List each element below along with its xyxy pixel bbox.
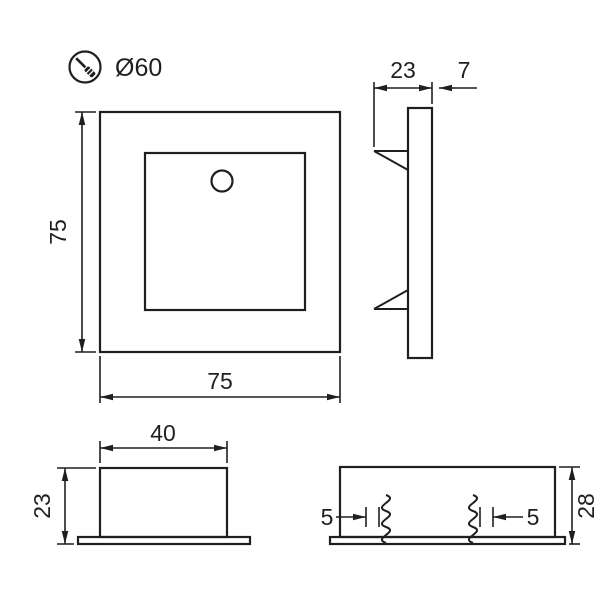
cutout-diameter-label: Ø60 (115, 54, 162, 82)
housing-height-label: 28 (573, 493, 599, 519)
hole-saw-icon (68, 50, 102, 84)
box-width-label: 40 (150, 420, 176, 446)
front-height-dimension: 75 (45, 111, 96, 353)
side-depth-label: 23 (390, 57, 416, 83)
front-outer-frame (98, 110, 342, 354)
front-width-label: 75 (207, 368, 233, 394)
spring-clip-right (468, 494, 478, 544)
housing-flange (328, 535, 567, 546)
front-sensor-circle (210, 169, 234, 193)
clip-left-dimension: 5 (321, 504, 380, 530)
spring-clip-left (381, 494, 391, 544)
housing-view: 5 5 28 (321, 465, 599, 546)
plate-thickness-label: 7 (458, 57, 471, 83)
cutout-spec: Ø60 (68, 50, 162, 84)
box-width-dimension: 40 (99, 420, 228, 463)
side-view: 23 7 (373, 57, 477, 360)
mounting-clip-top (373, 150, 409, 171)
box-height-label: 23 (29, 493, 55, 519)
side-depth-dimension: 23 (373, 57, 433, 147)
plate-thickness-dimension: 7 (439, 57, 477, 92)
clip-left-label: 5 (321, 504, 334, 530)
side-plate (406, 106, 434, 360)
front-inner-panel (143, 151, 307, 312)
mounting-clip-bottom (373, 289, 409, 310)
screwdriver-icon (75, 57, 96, 78)
housing-body (338, 465, 557, 539)
front-height-label: 75 (45, 219, 71, 245)
box-height-dimension: 23 (29, 467, 96, 545)
front-view: 75 75 (45, 110, 342, 403)
front-width-dimension: 75 (99, 356, 341, 403)
box-view: 40 23 (29, 420, 252, 546)
box-flange (76, 535, 252, 546)
housing-height-dimension: 28 (559, 466, 599, 545)
clip-right-label: 5 (527, 504, 540, 530)
box-body (98, 466, 229, 539)
clip-right-dimension: 5 (479, 504, 540, 530)
